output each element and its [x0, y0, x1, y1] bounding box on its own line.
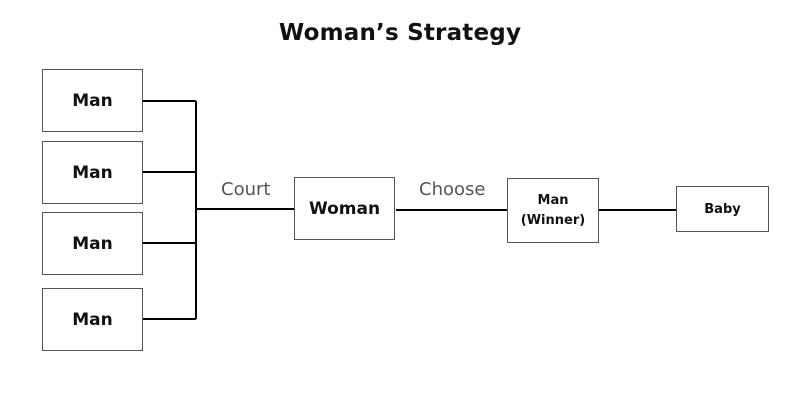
woman-box: Woman: [294, 177, 395, 240]
baby-box: Baby: [676, 186, 769, 232]
man-box-4: Man: [42, 288, 143, 351]
winner-label: Man: [537, 192, 569, 208]
man-box-2: Man: [42, 141, 143, 204]
winner-sublabel: (Winner): [520, 212, 586, 228]
man-box-1: Man: [42, 69, 143, 132]
court-label: Court: [221, 179, 271, 200]
man-label: Man: [72, 233, 113, 254]
man-label: Man: [72, 162, 113, 183]
man-label: Man: [72, 309, 113, 330]
man-label: Man: [72, 90, 113, 111]
choose-label: Choose: [419, 179, 486, 200]
woman-label: Woman: [308, 198, 381, 219]
man-box-3: Man: [42, 212, 143, 275]
baby-label: Baby: [704, 201, 741, 217]
winner-box: Man (Winner): [507, 178, 599, 243]
diagram-title: Woman’s Strategy: [278, 20, 522, 46]
